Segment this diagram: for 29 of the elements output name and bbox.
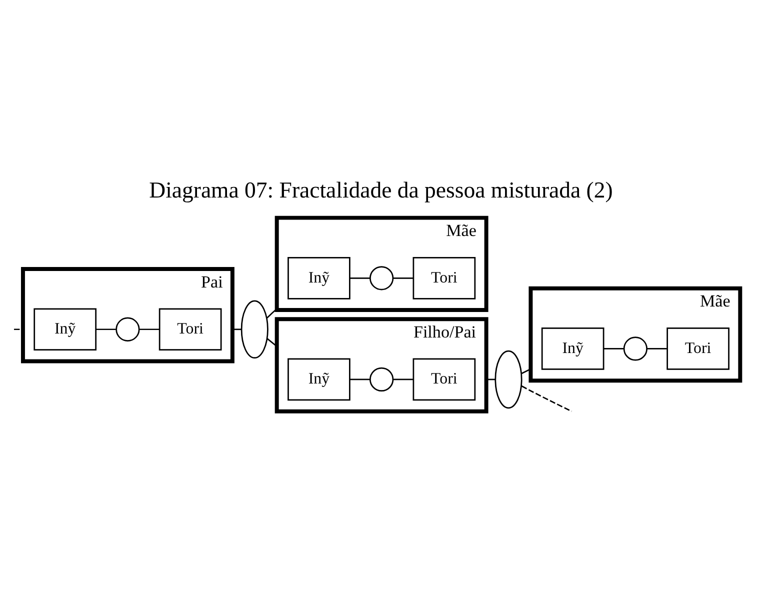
connector (232, 328, 242, 330)
connector (604, 348, 624, 350)
connector (266, 308, 278, 318)
node-box: Tori (412, 256, 476, 300)
node-box: Tori (158, 308, 222, 351)
node-box: Inỹ (288, 358, 350, 401)
connector (139, 328, 160, 330)
node-box: Inỹ (288, 256, 350, 300)
connector (350, 277, 370, 279)
diagram-title: Diagrama 07: Fractalidade da pessoa misturada (2) (149, 177, 613, 202)
connector (393, 378, 413, 380)
node-box: Inỹ (34, 308, 97, 351)
connector (14, 328, 23, 330)
connector (393, 277, 413, 279)
node-ellipse (494, 350, 522, 409)
node-circle (623, 336, 648, 361)
node-ellipse (240, 300, 268, 359)
connector (521, 368, 531, 374)
connector (647, 348, 667, 350)
connector (96, 328, 116, 330)
node-box: Inỹ (541, 328, 604, 370)
node-circle (370, 367, 394, 392)
connector (521, 385, 572, 412)
node-circle (116, 317, 140, 342)
connector (350, 378, 370, 380)
connector (266, 338, 278, 347)
node-circle (370, 266, 394, 290)
node-box: Tori (666, 328, 730, 370)
node-box: Tori (412, 358, 476, 401)
